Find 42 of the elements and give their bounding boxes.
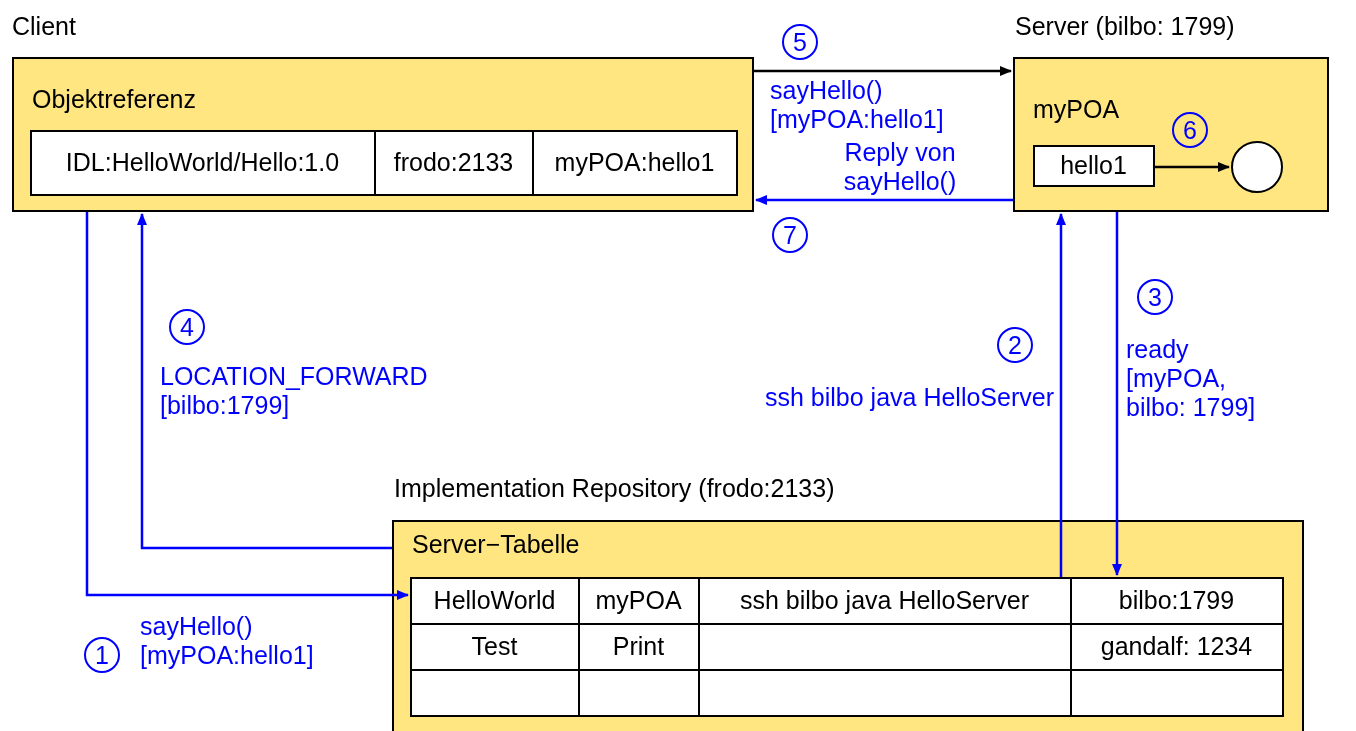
table-cell <box>697 622 1072 671</box>
table-cell: Test <box>409 622 580 671</box>
edge-label: ssh bilbo java HelloServer <box>763 383 1054 412</box>
table-cell: Print <box>577 622 700 671</box>
table-cell: frodo:2133 <box>373 129 534 196</box>
edge-label: ready [myPOA, bilbo: 1799] <box>1126 335 1257 422</box>
table-cell: bilbo:1799 <box>1069 576 1284 625</box>
edge-label: sayHello() [myPOA:hello1] <box>770 76 945 134</box>
arrow <box>754 66 1012 76</box>
step-number: 3 <box>1137 279 1173 315</box>
arrow <box>137 213 392 550</box>
table-cell: myPOA <box>577 576 700 625</box>
step-number: 6 <box>1172 112 1208 148</box>
table-cell: ssh bilbo java HelloServer <box>697 576 1072 625</box>
table-cell <box>409 668 580 717</box>
step-number: 7 <box>772 217 808 253</box>
step-number: 5 <box>782 24 818 60</box>
arrow <box>755 195 1013 205</box>
table-cell: IDL:HelloWorld/Hello:1.0 <box>29 129 376 196</box>
arrow <box>1056 213 1066 577</box>
arrow <box>85 212 409 600</box>
step-number: 4 <box>169 309 205 345</box>
table-cell: hello1 <box>1032 144 1155 187</box>
table-cell: myPOA:hello1 <box>531 129 738 196</box>
table-cell <box>577 668 700 717</box>
table-cell: gandalf: 1234 <box>1069 622 1284 671</box>
box-title: myPOA <box>1033 95 1120 124</box>
box-title: Server−Tabelle <box>412 530 580 559</box>
edge-label: Reply von sayHello() <box>842 138 958 196</box>
component-heading: Client <box>12 12 76 41</box>
component-heading: Implementation Repository (frodo:2133) <box>394 474 835 503</box>
edge-label: sayHello() [myPOA:hello1] <box>140 612 315 670</box>
arrow <box>1112 212 1122 576</box>
table-cell <box>697 668 1072 717</box>
box-title: Objektreferenz <box>32 85 196 114</box>
step-number: 2 <box>997 327 1033 363</box>
arrow <box>1155 162 1230 172</box>
edge-label: LOCATION_FORWARD [bilbo:1799] <box>160 362 429 420</box>
table-cell <box>1069 668 1284 717</box>
table-cell: HelloWorld <box>409 576 580 625</box>
step-number: 1 <box>84 637 120 673</box>
component-heading: Server (bilbo: 1799) <box>1015 12 1235 41</box>
